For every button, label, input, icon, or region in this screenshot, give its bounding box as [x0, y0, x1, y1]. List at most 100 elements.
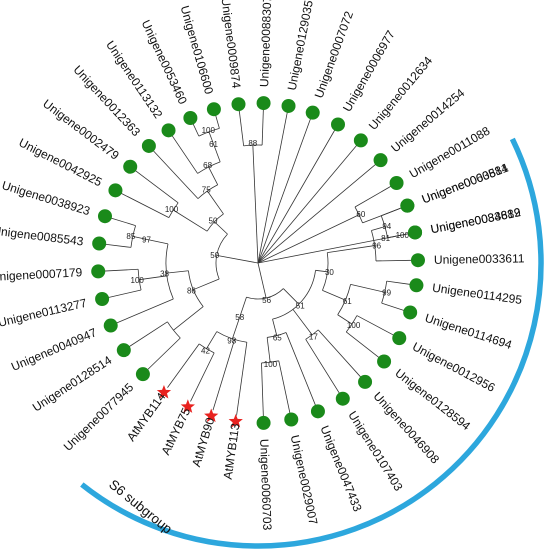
branch-line [171, 135, 198, 174]
support-value: 100 [202, 126, 216, 135]
support-value: 100 [347, 321, 361, 330]
branch-line [283, 288, 300, 305]
branch-line [386, 280, 411, 285]
branch-line [354, 185, 392, 208]
green-circle-icon [400, 198, 415, 213]
green-circle-icon [353, 133, 368, 148]
support-value: 86 [187, 286, 196, 295]
branch-line [208, 166, 219, 185]
support-value: 56 [262, 296, 271, 305]
branch-line [212, 339, 235, 411]
branch-line [257, 238, 384, 264]
green-circle-icon [310, 404, 325, 419]
leaf-label: Unigene0088307 [257, 0, 274, 87]
support-value: 85 [126, 232, 135, 241]
leaf-label: Unigene0060703 [257, 439, 274, 531]
support-value: 100 [131, 276, 145, 285]
branch-line [252, 145, 259, 264]
support-value: 17 [309, 332, 318, 341]
support-value: 30 [325, 268, 334, 277]
branch-line [257, 214, 360, 264]
branch-arc [381, 281, 388, 304]
branch-line [206, 331, 218, 349]
branch-line [257, 163, 377, 264]
green-circle-icon [392, 331, 407, 346]
green-circle-icon [373, 153, 388, 168]
support-value: 60 [356, 210, 365, 219]
branch-line [120, 192, 170, 218]
branch-line [285, 332, 317, 406]
red-star-icon [204, 408, 219, 423]
red-star-icon [228, 413, 243, 428]
branch-line [193, 278, 220, 291]
s6-subgroup-arc [80, 137, 544, 549]
tree-branches [104, 109, 412, 417]
support-value: 68 [203, 161, 212, 170]
support-value: 100 [264, 360, 278, 369]
branch-line [215, 114, 220, 129]
support-value: 96 [372, 241, 381, 250]
branch-line [190, 352, 215, 402]
green-circle-icon [231, 97, 246, 112]
leaf-label: Unigene0029007 [288, 434, 321, 527]
branch-line [146, 337, 181, 371]
green-circle-icon [161, 123, 176, 138]
leaf-labels: Unigene0003881Unigene0033612Unigene00336… [0, 0, 525, 531]
branch-line [371, 226, 386, 231]
branch-line [173, 306, 204, 331]
branch-arc [272, 270, 316, 320]
branch-line [166, 270, 189, 274]
leaf-label: Unigene0007072 [312, 9, 357, 100]
green-circle-icon [409, 278, 424, 293]
branch-arc [345, 315, 358, 333]
branch-line [327, 245, 375, 254]
branch-line [322, 289, 346, 301]
branch-line [213, 145, 221, 162]
green-circle-icon [403, 305, 418, 320]
green-circle-icon [92, 236, 107, 251]
branch-arc [337, 284, 351, 315]
branch-line [110, 217, 136, 226]
red-star-icon [180, 399, 195, 413]
branch-line [381, 207, 402, 217]
branch-arc [305, 329, 319, 340]
branch-line [375, 259, 412, 262]
leaf-label: Unigene0114694 [423, 311, 514, 352]
branch-arc [130, 225, 136, 248]
green-circle-icon [335, 391, 350, 406]
branch-line [132, 235, 149, 241]
support-value: 61 [343, 297, 352, 306]
branch-arc [216, 331, 247, 343]
leaf-markers [91, 96, 425, 430]
branch-line [107, 289, 142, 299]
leaf-label: Unigene0113277 [0, 296, 88, 330]
leaf-label: AtMYB113 [221, 422, 243, 480]
support-value: 75 [202, 185, 211, 194]
green-circle-icon [410, 253, 425, 268]
leaf-label: AtMYB75 [158, 405, 193, 457]
branch-line [167, 343, 200, 388]
support-value: 65 [273, 334, 282, 343]
support-value: 42 [201, 346, 210, 355]
branch-line [257, 118, 312, 264]
branch-line [105, 243, 131, 248]
support-value: 81 [381, 234, 390, 243]
green-circle-icon [183, 110, 198, 125]
support-value: 51 [296, 302, 305, 311]
support-value: 100 [396, 231, 410, 240]
branch-line [208, 131, 215, 147]
green-circle-icon [123, 159, 138, 174]
branch-line [272, 319, 278, 336]
branch-line [214, 221, 228, 235]
branch-line [238, 110, 245, 146]
branch-line [315, 269, 328, 273]
branch-line [240, 296, 247, 316]
leaf-label: AtMYB90 [189, 416, 217, 469]
green-circle-icon [389, 176, 404, 190]
green-circle-icon [256, 96, 271, 111]
branch-arc [206, 213, 224, 232]
branch-line [266, 337, 271, 363]
green-circle-icon [284, 412, 299, 427]
